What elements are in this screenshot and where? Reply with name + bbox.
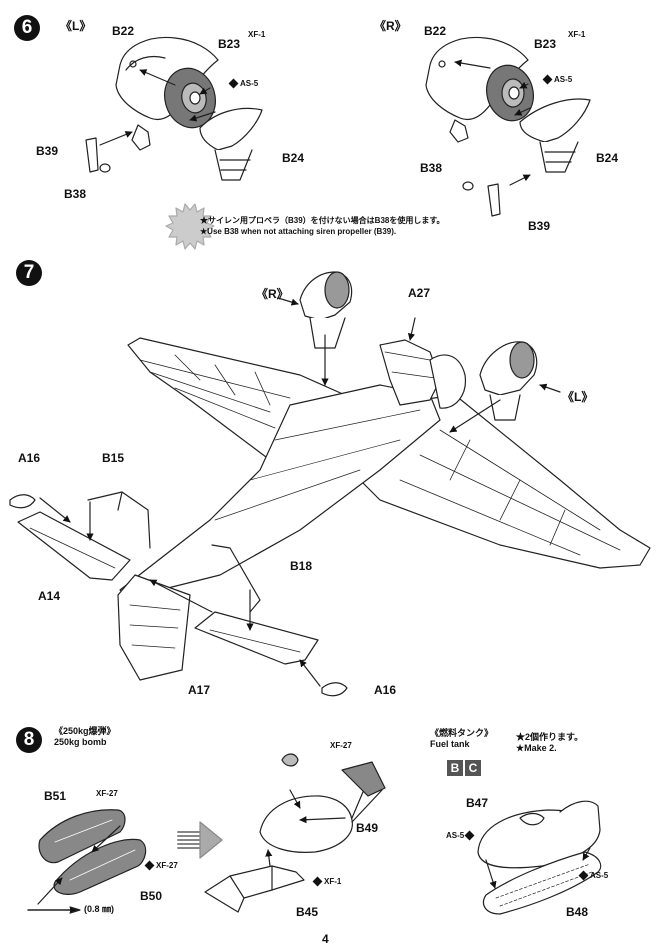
part-B22-left: B22 — [112, 24, 135, 38]
part-B51: B51 — [44, 789, 67, 803]
step7-aircraft — [9, 271, 651, 697]
part-B49: B49 — [356, 821, 379, 835]
paint-xf27-b51: XF-27 — [96, 789, 118, 798]
step8-fuel-tank — [477, 800, 602, 915]
sprue-b-badge: B — [447, 760, 463, 776]
side-l-label: 《L》 — [562, 390, 594, 404]
bomb-title: 《250kg爆弾》 250kg bomb — [54, 726, 116, 748]
part-B47: B47 — [466, 796, 489, 810]
part-A17: A17 — [188, 683, 211, 697]
step-6-badge: 6 — [14, 15, 40, 41]
step-7-badge: 7 — [16, 260, 42, 286]
bomb-title-en: 250kg bomb — [54, 737, 107, 747]
fuel-tank-title: 《燃料タンク》 Fuel tank — [430, 728, 493, 750]
side-left-label: 《L》 — [60, 19, 92, 33]
part-B24-right: B24 — [596, 151, 619, 165]
part-A16-left: A16 — [18, 451, 41, 465]
part-B18: B18 — [290, 559, 313, 573]
part-A27: A27 — [408, 286, 431, 300]
part-B15: B15 — [102, 451, 125, 465]
make-jp: ★2個作ります。 — [516, 732, 584, 742]
side-r-label: 《R》 — [256, 287, 289, 301]
part-B38-right: B38 — [420, 161, 443, 175]
note-siren-propeller: ★サイレン用プロペラ（B39）を付けない場合はB38を使用します。 ★Use B… — [200, 215, 445, 237]
step-8-badge: 8 — [16, 727, 42, 753]
drill-size-note: (0.8 ㎜) — [84, 904, 115, 914]
step6-left-assembly — [85, 36, 263, 181]
page-number: 4 — [322, 932, 329, 946]
paint-xf27-rack: XF-27 — [330, 741, 352, 750]
paint-as5-b48: AS-5 — [578, 870, 608, 881]
fuel-title-en: Fuel tank — [430, 739, 470, 749]
note-jp: ★サイレン用プロペラ（B39）を付けない場合はB38を使用します。 — [200, 216, 445, 225]
paint-xf1-b45: XF-1 — [312, 876, 341, 887]
part-B48: B48 — [566, 905, 589, 919]
part-B45: B45 — [296, 905, 319, 919]
paint-xf1-left: XF-1 — [248, 30, 266, 39]
part-A14: A14 — [38, 589, 61, 603]
paint-xf1-right: XF-1 — [568, 30, 586, 39]
part-B23-right: B23 — [534, 37, 557, 51]
make-en: ★Make 2. — [516, 743, 557, 753]
part-B23-left: B23 — [218, 37, 241, 51]
paint-as5-b47: AS-5 — [446, 830, 476, 841]
note-en: ★Use B38 when not attaching siren propel… — [200, 227, 397, 236]
fuel-title-jp: 《燃料タンク》 — [430, 728, 494, 738]
note-burst — [165, 203, 215, 250]
part-B24-left: B24 — [282, 151, 305, 165]
step6-right-assembly — [425, 36, 591, 217]
part-B22-right: B22 — [424, 24, 447, 38]
part-B39-right: B39 — [528, 219, 551, 233]
part-B50: B50 — [140, 889, 163, 903]
bomb-title-jp: 《250kg爆弾》 — [54, 726, 116, 736]
sprue-c-badge: C — [465, 760, 481, 776]
part-B38-left: B38 — [64, 187, 87, 201]
paint-as5-left: AS-5 — [228, 78, 258, 89]
make-two-note: ★2個作ります。 ★Make 2. — [516, 732, 583, 754]
part-B39-left: B39 — [36, 144, 59, 158]
part-A16-right: A16 — [374, 683, 397, 697]
paint-xf27-b50: XF-27 — [144, 860, 178, 871]
side-right-label: 《R》 — [374, 19, 407, 33]
paint-as5-right: AS-5 — [542, 74, 572, 85]
step8-bomb — [27, 753, 386, 914]
